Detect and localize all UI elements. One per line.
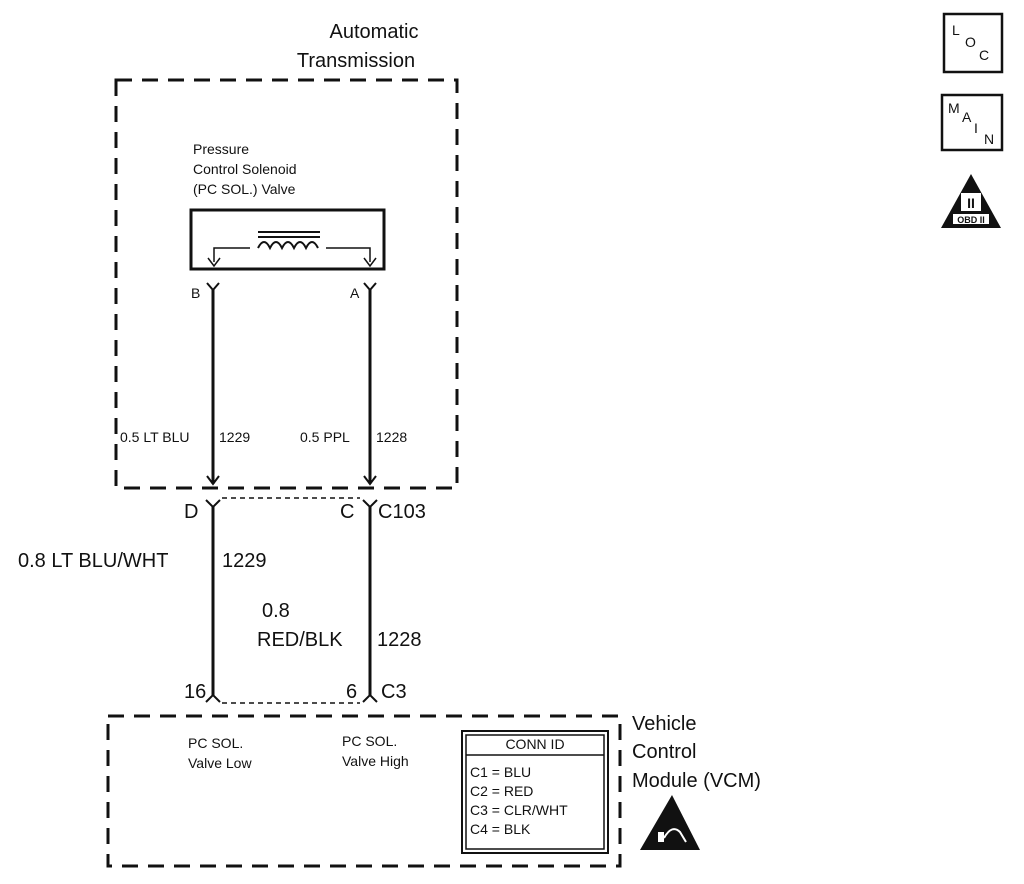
c103-pin-c: C: [340, 501, 354, 523]
transmission-title-line1: Automatic: [330, 21, 419, 43]
main-icon[interactable]: M A I N: [940, 93, 1004, 152]
solenoid-coil: [257, 241, 319, 251]
solenoid-label-line3: (PC SOL.) Valve: [193, 181, 296, 197]
conn-id-row-2: C2 = RED: [470, 783, 533, 799]
transmission-boundary: [114, 78, 459, 490]
pin-a-connector: [363, 282, 377, 292]
wire-1229-internal-label: 0.5 LT BLU: [120, 429, 190, 445]
pin-b-connector: [206, 282, 220, 292]
c3-pin-6-symbol: [362, 693, 378, 703]
vcm-high-line1: PC SOL.: [342, 733, 397, 749]
obd-ii-icon[interactable]: II OBD II: [941, 174, 1001, 228]
conn-id-row-3: C3 = CLR/WHT: [470, 802, 568, 818]
vcm-low-line2: Valve Low: [188, 755, 252, 771]
pin-b-label: B: [191, 285, 200, 301]
conn-id-title: CONN ID: [505, 736, 564, 752]
loc-icon[interactable]: L O C: [942, 12, 1004, 74]
c103-pin-c-symbol: [362, 499, 378, 509]
wire-1229-internal-circuit: 1229: [219, 429, 250, 445]
c3-pin-16: 16: [184, 681, 206, 703]
solenoid-label-line1: Pressure: [193, 141, 249, 157]
main-letter-m: M: [948, 100, 960, 116]
wire-1228-internal-label: 0.5 PPL: [300, 429, 350, 445]
vcm-title-line2: Control: [632, 741, 696, 763]
obd-label: OBD II: [957, 215, 985, 225]
c103-pin-d-symbol: [205, 499, 221, 509]
pin-a-label: A: [350, 285, 360, 301]
conn-id-row-4: C4 = BLK: [470, 821, 531, 837]
c3-pin-16-symbol: [205, 693, 221, 703]
c103-pin-d: D: [184, 501, 198, 523]
wire-1228-harness-label-line1: 0.8: [262, 600, 290, 622]
wire-1228-harness-circuit: 1228: [377, 629, 422, 651]
main-letter-i: I: [974, 120, 978, 136]
c103-name: C103: [378, 501, 426, 523]
c3-pin-6: 6: [346, 681, 357, 703]
loc-letter-l: L: [952, 22, 960, 38]
wire-1228-harness-label-line2: RED/BLK: [257, 629, 343, 651]
transmission-title-line2: Transmission: [297, 50, 415, 72]
conn-id-row-1: C1 = BLU: [470, 764, 531, 780]
loc-letter-c: C: [979, 47, 989, 63]
loc-letter-o: O: [965, 34, 976, 50]
obd-numeral: II: [967, 195, 975, 211]
main-letter-a: A: [962, 109, 972, 125]
main-letter-n: N: [984, 131, 994, 147]
solenoid-label-line2: Control Solenoid: [193, 161, 297, 177]
vcm-boundary: [106, 714, 622, 868]
vcm-high-line2: Valve High: [342, 753, 409, 769]
solenoid-component: [189, 208, 386, 271]
vcm-title-line3: Module (VCM): [632, 770, 761, 792]
c3-name: C3: [381, 681, 407, 703]
wire-1229-harness-label: 0.8 LT BLU/WHT: [18, 550, 168, 572]
wire-1228-internal-circuit: 1228: [376, 429, 407, 445]
esd-warning-icon: [640, 795, 700, 850]
wire-1228-arrow: [363, 475, 377, 486]
vcm-title-line1: Vehicle: [632, 713, 697, 735]
vcm-low-line1: PC SOL.: [188, 735, 243, 751]
wire-1229-arrow: [206, 475, 220, 486]
conn-id-table: CONN ID C1 = BLU C2 = RED C3 = CLR/WHT C…: [461, 730, 609, 854]
wire-1229-harness-circuit: 1229: [222, 550, 267, 572]
